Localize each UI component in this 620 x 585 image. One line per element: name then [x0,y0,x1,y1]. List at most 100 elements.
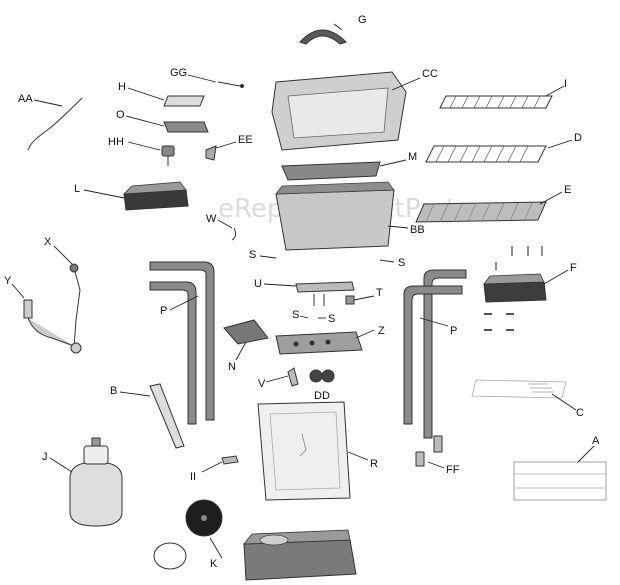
part-z-knob-hole-3 [325,339,331,345]
part-y-regulator [23,299,75,347]
callout-bb: BB [410,224,425,236]
leader-j [49,457,73,473]
leader-ii [201,461,223,473]
callout-y: Y [4,275,12,287]
part-p-right-leg [403,285,463,425]
leader-p-right [419,317,449,327]
leader-w [217,219,233,229]
part-a-drip-tray [513,461,607,501]
leader-cc [391,77,421,91]
callout-r: R [370,458,378,470]
part-ii-clip [221,455,239,465]
part-bottom-burner-base [243,539,357,581]
callout-s3: S [292,309,299,321]
leader-y [11,283,25,299]
part-dd-knob-2 [321,369,335,383]
part-f-bolts [495,246,543,270]
leader-s1 [259,255,277,259]
leader-gg [187,74,217,83]
callout-s2: S [398,257,405,269]
part-bottom-burner-ring [259,534,289,546]
callout-f: F [570,262,577,274]
callout-ff: FF [446,464,460,476]
leader-d [547,139,573,149]
part-l-side-burner-top [122,181,187,195]
part-gg-probe-tip [240,84,244,88]
callout-ee: EE [238,134,253,146]
leader-ee [215,141,237,149]
part-aa-igniter-wire [27,97,83,151]
part-h-plate [163,95,205,107]
leader-b [119,391,151,397]
leader-v [265,375,289,383]
part-y-fitting [70,342,82,354]
part-v-igniter [287,367,299,387]
leader-e [539,191,563,205]
callout-u: U [254,278,262,290]
callout-g: G [358,14,367,26]
leader-o [125,115,165,127]
part-k-burner-center [201,515,207,521]
callout-z: Z [378,325,385,337]
part-bb-firebox [275,189,395,251]
callout-cc: CC [422,68,438,80]
part-cc-lid-interior [287,87,389,139]
part-m-heat-shield [281,161,381,181]
callout-w: W [206,213,217,225]
part-z-knob-hole-1 [293,341,299,347]
callout-x: X [44,236,52,248]
callout-n: N [228,361,236,373]
leader-u [263,283,297,287]
part-f-side-shelf [483,281,547,303]
part-t-tubes [313,294,325,306]
callout-p-right: P [450,325,457,337]
leader-ff [427,461,445,469]
callout-a: A [592,435,600,447]
part-ff-fitting-2 [433,435,443,453]
part-f-side-shelf-top [483,273,545,285]
part-gg-probe [217,81,241,87]
leader-l [83,189,125,199]
part-hh-knob [161,145,175,157]
part-p-right-frame [423,269,467,439]
callout-ii: II [190,471,196,483]
leader-aa [33,99,63,107]
callout-j: J [42,451,48,463]
part-c-shelf-slats [528,383,554,393]
part-d-cooking-grate [425,145,547,163]
callout-gg: GG [170,67,187,79]
callout-k: K [210,558,218,570]
part-ff-fitting-1 [415,451,425,467]
part-dd-knob-1 [309,369,323,383]
leader-m [379,159,407,167]
leader-n [235,341,247,361]
part-j-tank-valve [91,437,101,447]
part-p-left-frame [149,261,215,421]
part-z-control-panel [275,331,363,355]
part-i-warming-rack [439,95,553,109]
part-x-regulator-hose [73,267,81,349]
part-j-tank-collar [83,445,109,465]
callout-hh: HH [108,136,124,148]
part-j-propane-tank [69,461,123,527]
leader-p-left [169,295,199,311]
leader-h [127,87,165,101]
part-e-grate-lines [425,202,533,223]
part-z-knob-hole-2 [309,340,315,346]
part-r-door-inner [269,411,341,491]
part-g-lid-handle [299,29,347,45]
leader-f [543,269,569,285]
part-w-bracket [231,227,237,241]
callout-aa: AA [18,93,33,105]
callout-d: D [574,132,582,144]
callout-e: E [564,184,571,196]
part-a-drip-tray-detail [514,473,606,489]
part-ee-clip [205,145,217,161]
part-c-bottom-shelf [471,379,567,399]
callout-h: H [118,81,126,93]
leader-bb [387,225,409,229]
leader-z [355,329,375,339]
callout-s1: S [249,249,256,261]
leader-s2 [379,259,395,263]
